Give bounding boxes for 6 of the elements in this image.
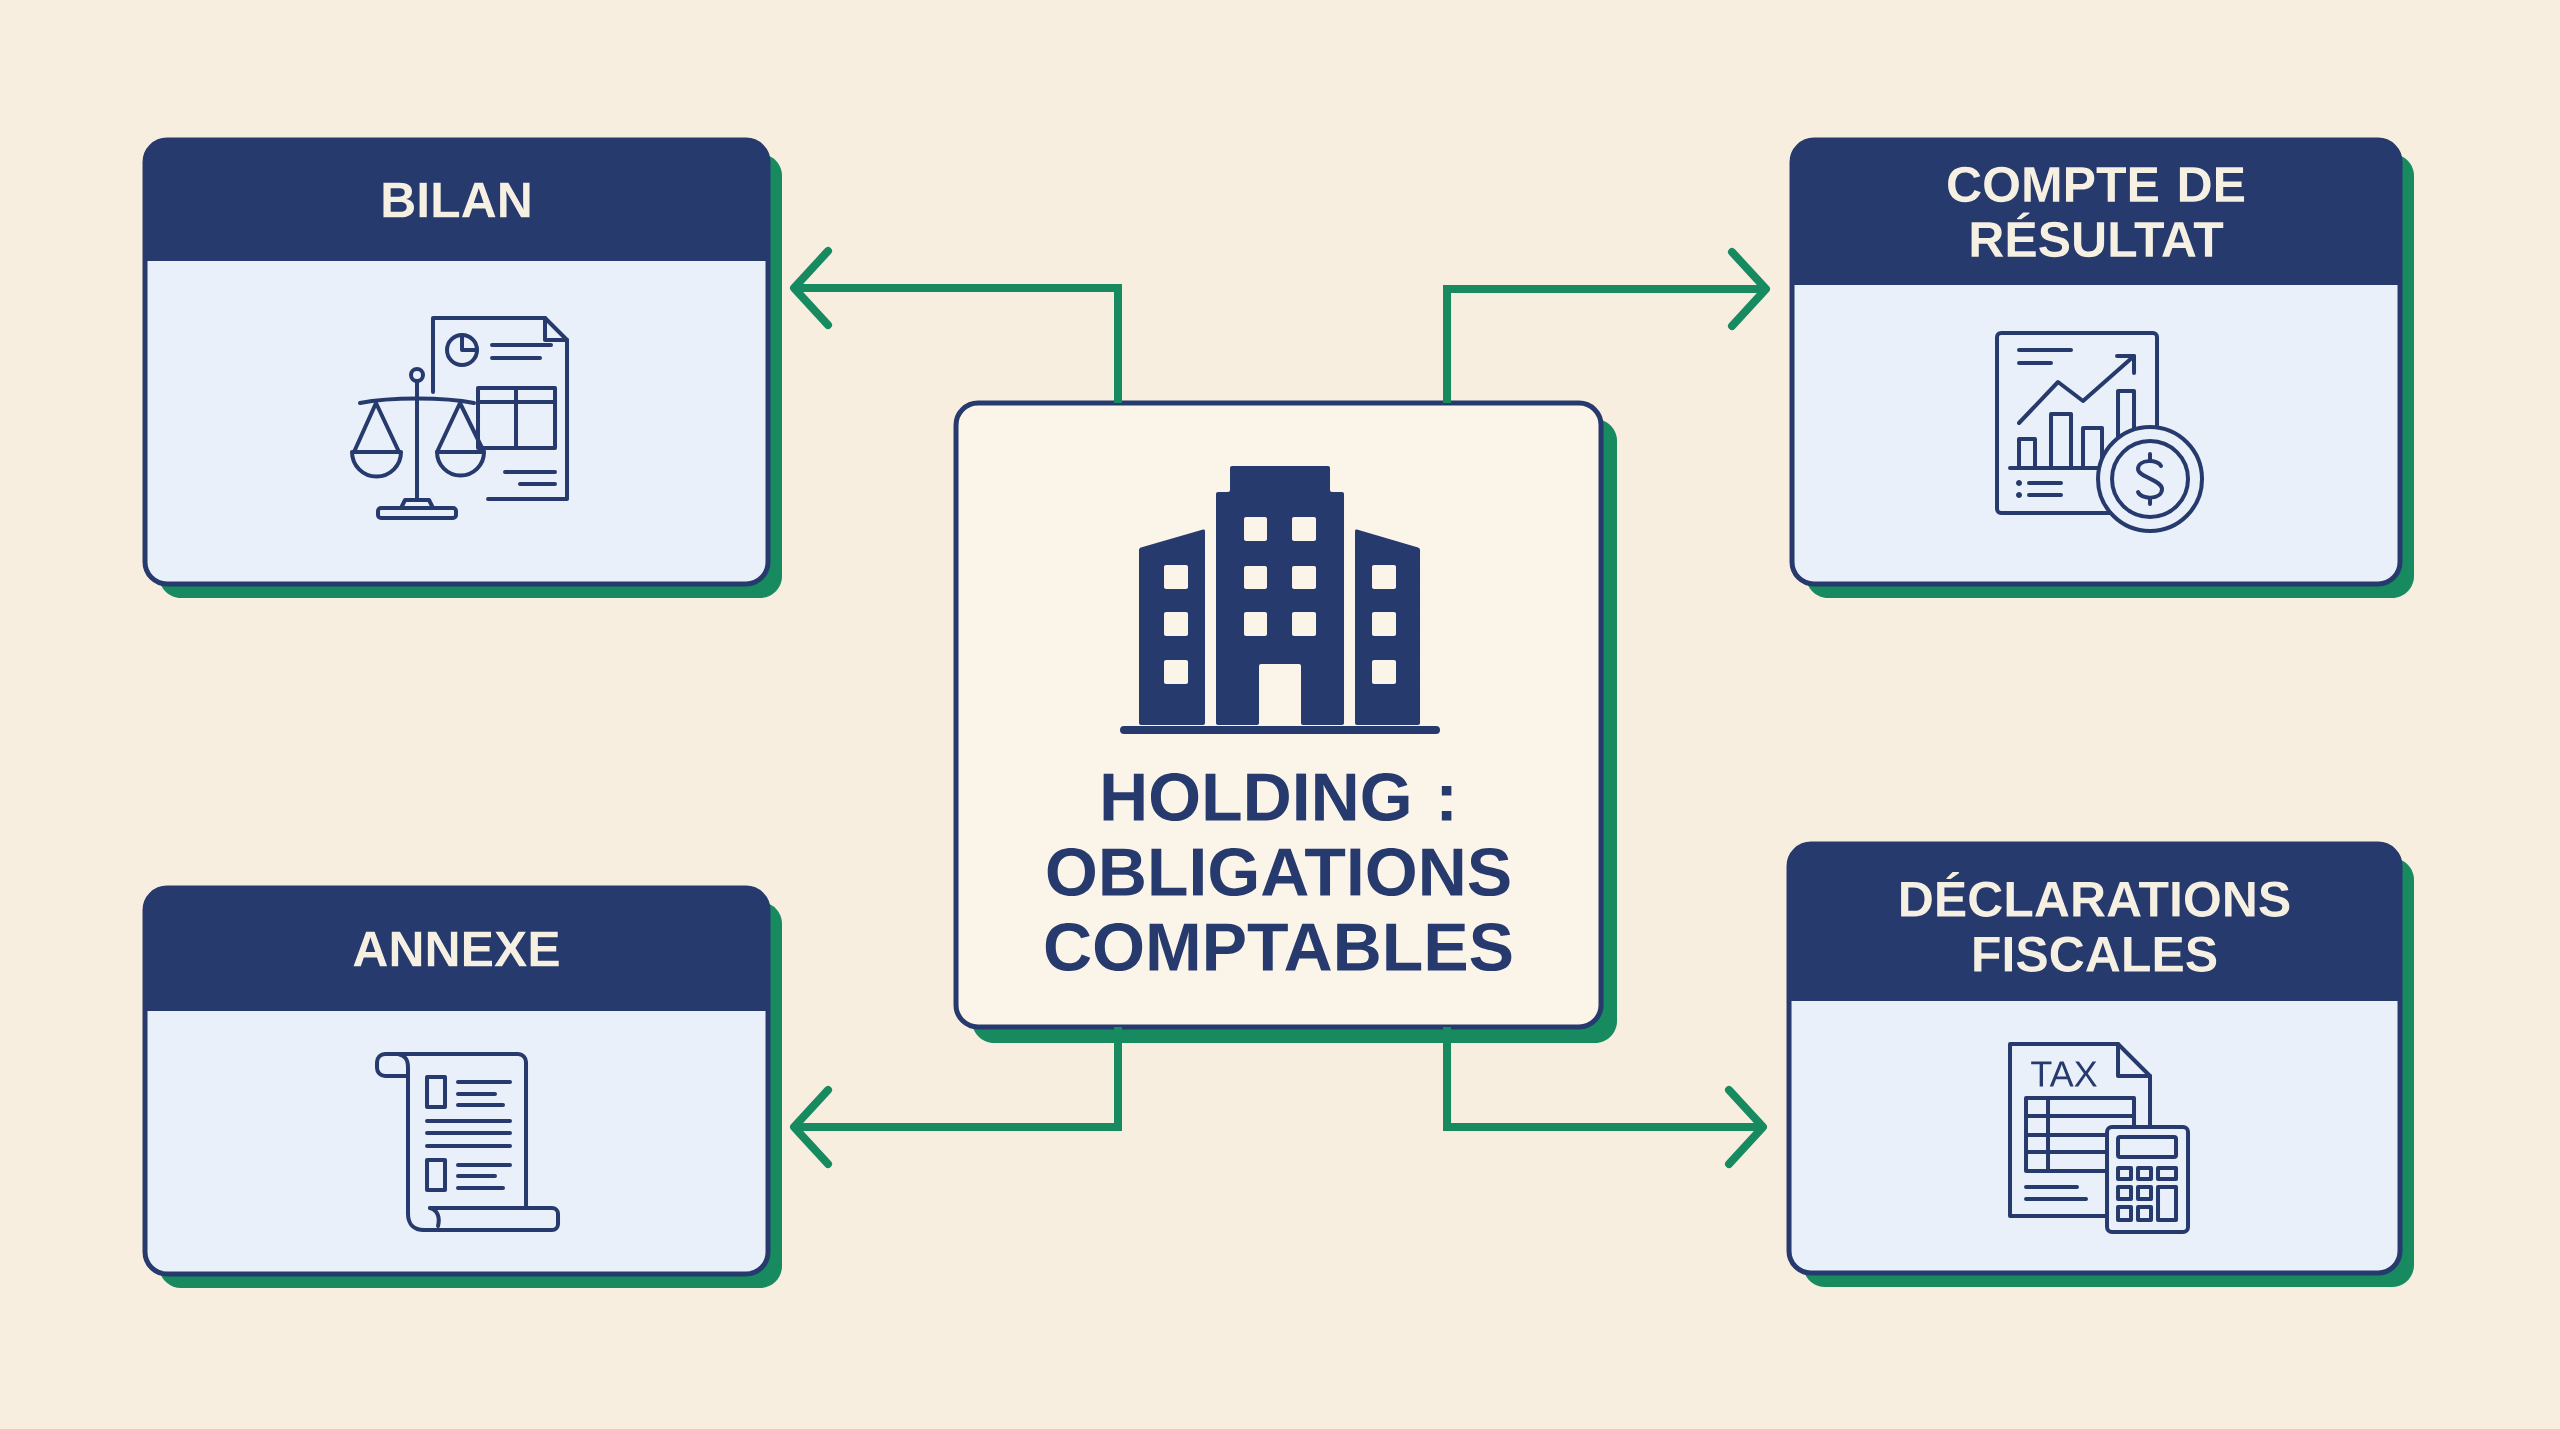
card: ANNEXE: [142, 885, 782, 1288]
document-label: TAX: [2031, 1061, 2097, 1087]
arrow: [1443, 1027, 1767, 1168]
card: BILAN: [142, 137, 782, 598]
arrow: [790, 1027, 1122, 1168]
card: COMPTE DE RÉSULTAT: [1789, 137, 2414, 598]
